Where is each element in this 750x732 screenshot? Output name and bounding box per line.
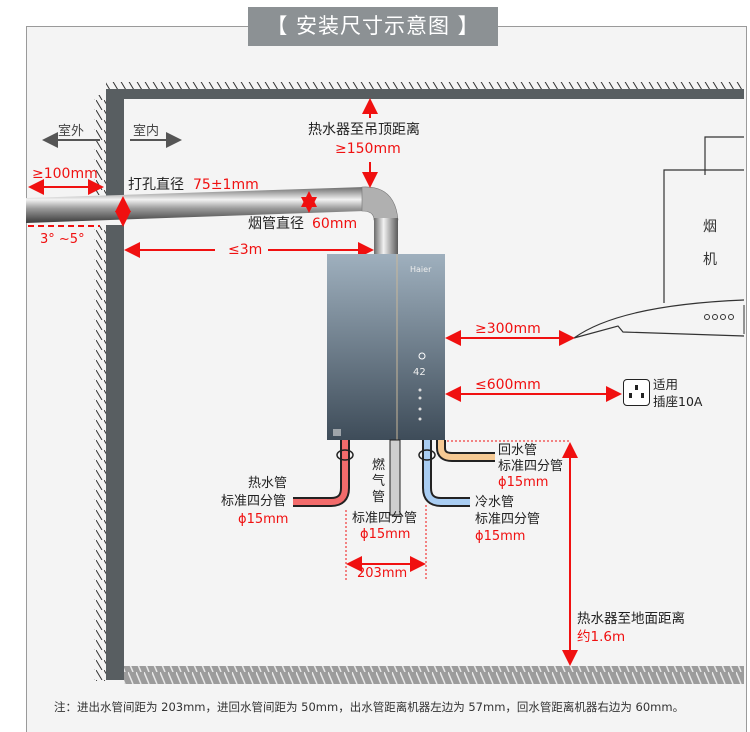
hood-clearance-value: ≥300mm	[475, 321, 541, 337]
flue-diameter-value: 60mm	[312, 216, 358, 232]
gas-pipe	[389, 439, 401, 516]
indoor-label: 室内	[133, 124, 160, 139]
gas-pipe-label-2: 气	[372, 474, 386, 489]
gas-pipe-size: ϕ15mm	[360, 527, 411, 542]
cold-water-pipe	[422, 440, 470, 507]
display-reading: 42	[413, 367, 426, 378]
flue-pipe	[26, 187, 365, 223]
gas-pipe-spec: 标准四分管	[352, 511, 418, 526]
ceiling-clearance-label: 热水器至吊顶距离	[308, 122, 420, 138]
cold-pipe-clip	[418, 449, 436, 461]
outdoor-clearance-value: ≥100mm	[32, 166, 98, 182]
range-hood-label-2: 机	[703, 252, 717, 268]
brand-logo: Haier	[410, 265, 432, 274]
floor-distance-value: 约1.6m	[577, 629, 626, 645]
pipe-spacing-value: 203mm	[357, 566, 408, 581]
ceiling-hatch	[106, 82, 744, 90]
hot-water-pipe	[293, 440, 350, 507]
range-hood-label-1: 烟	[703, 219, 717, 235]
socket-label-1: 适用	[653, 377, 679, 392]
return-pipe-spec: 标准四分管	[498, 459, 564, 474]
hot-pipe-clip	[336, 449, 354, 461]
outdoor-label: 室外	[58, 124, 85, 139]
socket-distance-value: ≤600mm	[475, 377, 541, 393]
gas-pipe-label-3: 管	[372, 490, 386, 505]
wall-hatch-upper	[94, 95, 106, 195]
ceiling	[106, 89, 744, 99]
installation-note: 注：进出水管间距为 203mm，进回水管间距为 50mm，出水管距离机器左边为 …	[54, 700, 685, 714]
range-hood-body	[663, 169, 744, 303]
power-socket-icon	[623, 379, 650, 406]
range-hood-buttons-icon	[704, 314, 734, 320]
socket-label-2: 插座10A	[653, 394, 703, 409]
flue-elbow	[361, 186, 399, 221]
return-pipe-label: 回水管	[498, 443, 538, 458]
water-heater	[327, 254, 445, 440]
hot-pipe-spec: 标准四分管	[221, 494, 287, 509]
cold-pipe-size: ϕ15mm	[475, 529, 526, 544]
range-hood-canopy	[573, 299, 745, 339]
slope-value: 3° ~5°	[40, 232, 85, 247]
ceiling-clearance-value: ≥150mm	[335, 141, 401, 157]
wall-upper	[106, 89, 124, 196]
heater-logo-badge	[333, 429, 341, 436]
hole-diameter-label: 打孔直径	[128, 177, 184, 193]
gas-pipe-label-1: 燃	[372, 458, 386, 473]
wall-lower	[106, 225, 124, 680]
power-icon	[418, 352, 426, 360]
cold-pipe-label: 冷水管	[475, 495, 515, 510]
cold-pipe-spec: 标准四分管	[475, 512, 541, 527]
floor	[124, 666, 744, 684]
flue-diameter-label: 烟管直径	[248, 216, 304, 232]
page-title: 【 安装尺寸示意图 】	[248, 7, 498, 46]
floor-distance-label: 热水器至地面距离	[577, 611, 685, 627]
hot-pipe-size: ϕ15mm	[238, 512, 289, 527]
hole-diameter-value: 75±1mm	[193, 177, 259, 193]
range-hood-chimney	[704, 136, 744, 175]
hot-pipe-label: 热水管	[248, 476, 288, 491]
wall-hatch-lower	[94, 226, 106, 681]
flue-vertical	[374, 218, 398, 254]
flue-length-value: ≤3m	[228, 242, 263, 258]
return-pipe-size: ϕ15mm	[498, 475, 549, 490]
